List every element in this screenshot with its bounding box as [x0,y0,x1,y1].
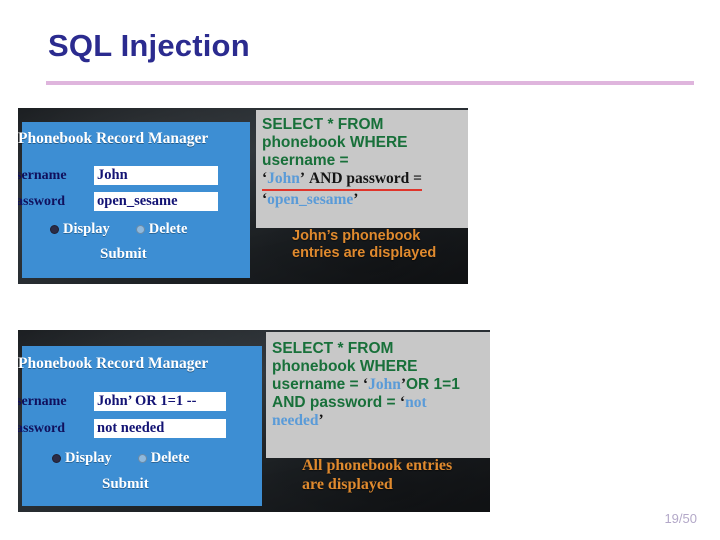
radio-dot-icon [137,454,147,463]
figure-normal-query: Phonebook Record Manager sername John as… [18,108,468,284]
radio-dot-icon [135,225,145,234]
sql-keyword: username = [272,375,359,393]
sql-quote: ’ [318,411,324,429]
action-radio-group: Display Delete [52,450,189,467]
sql-line-5: needed’ [272,412,490,430]
sql-mid-text: AND password = [308,169,423,187]
title-divider [46,81,694,85]
sql-keyword: phonebook WHERE [272,357,418,375]
result-message-normal: John’s phonebook entries are displayed [292,228,437,262]
phonebook-form-injected: Phonebook Record Manager sername John’ O… [18,346,262,506]
sql-line-2: phonebook WHERE [262,134,468,152]
sql-value-password-cont: needed [272,411,319,429]
sql-keyword: phonebook WHERE [262,133,408,151]
sql-quote: ’ [400,375,406,393]
username-label: sername [18,167,67,183]
username-field-row: sername John [18,166,218,185]
radio-display[interactable]: Display [50,221,110,238]
sql-value-username: John [267,169,300,187]
radio-display-label: Display [65,450,112,466]
sql-query-injected: SELECT * FROM phonebook WHERE username =… [266,332,490,458]
sql-keyword: SELECT * FROM [272,340,394,357]
sql-line-2: phonebook WHERE [272,358,490,376]
form-heading: Phonebook Record Manager [18,130,209,147]
radio-delete[interactable]: Delete [135,221,188,238]
sql-quote: ‘ [262,169,268,187]
sql-keyword: AND password = [272,393,396,411]
submit-button[interactable]: Submit [100,246,147,262]
password-field-row: assword not needed [18,419,226,438]
action-radio-group: Display Delete [50,221,187,238]
sql-injected-condition: OR 1=1 [406,375,460,393]
radio-display[interactable]: Display [52,450,112,467]
sql-quote: ’ [353,190,359,208]
sql-value-password: not [405,393,427,411]
sql-keyword: SELECT * FROM [262,116,384,133]
radio-dot-icon [50,225,59,234]
sql-line-3: username = [262,152,468,170]
password-field-row: assword open_sesame [18,192,218,211]
sql-query-normal: SELECT * FROM phonebook WHERE username =… [256,110,468,228]
phonebook-form-normal: Phonebook Record Manager sername John as… [18,122,250,278]
sql-quote: ‘ [262,190,268,208]
username-input[interactable]: John’ OR 1=1 -- [94,392,226,411]
sql-line-4: ‘John’ AND password = [262,170,468,191]
sql-line-5: ‘open_sesame’ [262,191,468,209]
result-message-injected: All phonebook entries are displayed [302,457,453,494]
password-label: assword [18,420,66,436]
submit-button[interactable]: Submit [102,476,149,492]
sql-quote: ‘ [399,393,406,411]
password-input[interactable]: not needed [94,419,226,438]
sql-line-3: username = ‘John’OR 1=1 [272,376,490,394]
radio-delete-label: Delete [150,450,190,466]
sql-injected-underline: ‘John’ AND password = [262,169,423,191]
password-label: assword [18,193,66,209]
radio-display-label: Display [63,221,110,237]
sql-value-username: John [368,375,401,393]
sql-quote: ‘ [362,375,369,393]
sql-quote: ’ [299,169,306,187]
sql-line-1: SELECT * FROM [272,340,490,358]
password-input[interactable]: open_sesame [94,192,218,211]
radio-dot-icon [52,454,61,463]
radio-delete[interactable]: Delete [137,450,190,467]
page-title: SQL Injection [48,28,250,63]
form-heading: Phonebook Record Manager [18,355,209,372]
sql-line-4: AND password = ‘not [272,394,490,412]
username-input[interactable]: John [94,166,218,185]
username-field-row: sername John’ OR 1=1 -- [18,392,226,411]
radio-delete-label: Delete [148,221,188,237]
sql-keyword: username = [262,151,349,169]
sql-line-1: SELECT * FROM [262,116,468,134]
figure-injected-query: Phonebook Record Manager sername John’ O… [18,330,490,512]
username-label: sername [18,393,67,409]
page-number: 19/50 [664,511,697,526]
sql-value-password: open_sesame [267,190,354,208]
